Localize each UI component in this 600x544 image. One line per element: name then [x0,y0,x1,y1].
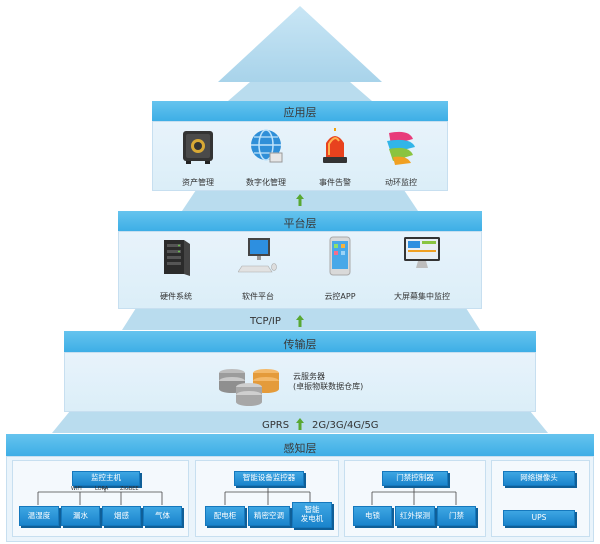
monitor-screen-icon [404,237,440,268]
access-infrared-detector: 红外探测 [395,506,435,526]
up-arrow-icon [296,418,304,430]
device-smart-generator: 智能 发电机 [292,502,332,528]
sensor-temp-humidity: 温湿度 [19,506,59,526]
ups-tag: UPS [503,510,575,526]
platform-item-label-1: 硬件系统 [160,292,192,301]
platform-layer-title: 平台层 [283,217,317,230]
up-arrow-icon [296,315,304,327]
gprs-label: GPRS [262,420,290,431]
safe-icon [183,131,213,164]
perception-layer-band [6,434,594,456]
alarm-light-icon [323,128,347,163]
desktop-computer-icon [238,238,277,273]
app-layer-band [152,101,448,121]
platform-item-label-3: 云控APP [324,292,356,301]
sensor-gas: 气体 [143,506,182,526]
device-distribution-cabinet: 配电柜 [205,506,245,526]
access-door-control: 门禁 [437,506,476,526]
app-item-label-3: 事件告警 [319,178,351,187]
sensor-smoke: 烟感 [102,506,141,526]
mobile-phone-icon [329,236,351,276]
platform-item-label-2: 软件平台 [242,292,274,301]
ribbon-monitor-icon [387,131,415,165]
server-label: 云服务器 [293,372,325,381]
mobile-network-label: 2G/3G/4G/5G [312,420,379,431]
app-item-label-2: 数字化管理 [246,178,286,187]
protocol-wifi-label: WIFI [71,486,82,492]
perception-layer-title: 感知层 [283,442,317,455]
tcpip-label: TCP/IP [250,316,281,327]
monitor-host-tag: 监控主机 [72,471,140,486]
protocol-lora-label: LORA [95,486,109,492]
app-item-label-4: 动环监控 [385,178,417,187]
globe-icon [251,129,283,163]
platform-layer-band [118,211,482,231]
smart-device-monitor-tag: 智能设备监控器 [234,471,304,486]
access-electric-lock: 电锁 [353,506,392,526]
protocol-zigbee-label: ZIGBEE [120,486,139,492]
app-layer-title: 应用层 [283,106,317,119]
transport-layer-title: 传输层 [283,338,317,351]
transport-layer-band [64,331,536,352]
network-camera-tag: 网络摄像头 [503,471,575,486]
platform-item-label-4: 大屏幕集中监控 [394,292,450,301]
server-rack-icon [164,240,190,276]
database-server-icon [219,369,279,406]
device-precision-ac: 精密空调 [248,506,290,526]
up-arrow-icon [296,194,304,206]
server-sublabel: (卓振物联数据仓库) [293,382,364,391]
app-item-label-1: 资产管理 [182,178,214,187]
access-controller-tag: 门禁控制器 [382,471,448,486]
transport-layer-panel [64,352,536,412]
sensor-water-leak: 漏水 [61,506,100,526]
